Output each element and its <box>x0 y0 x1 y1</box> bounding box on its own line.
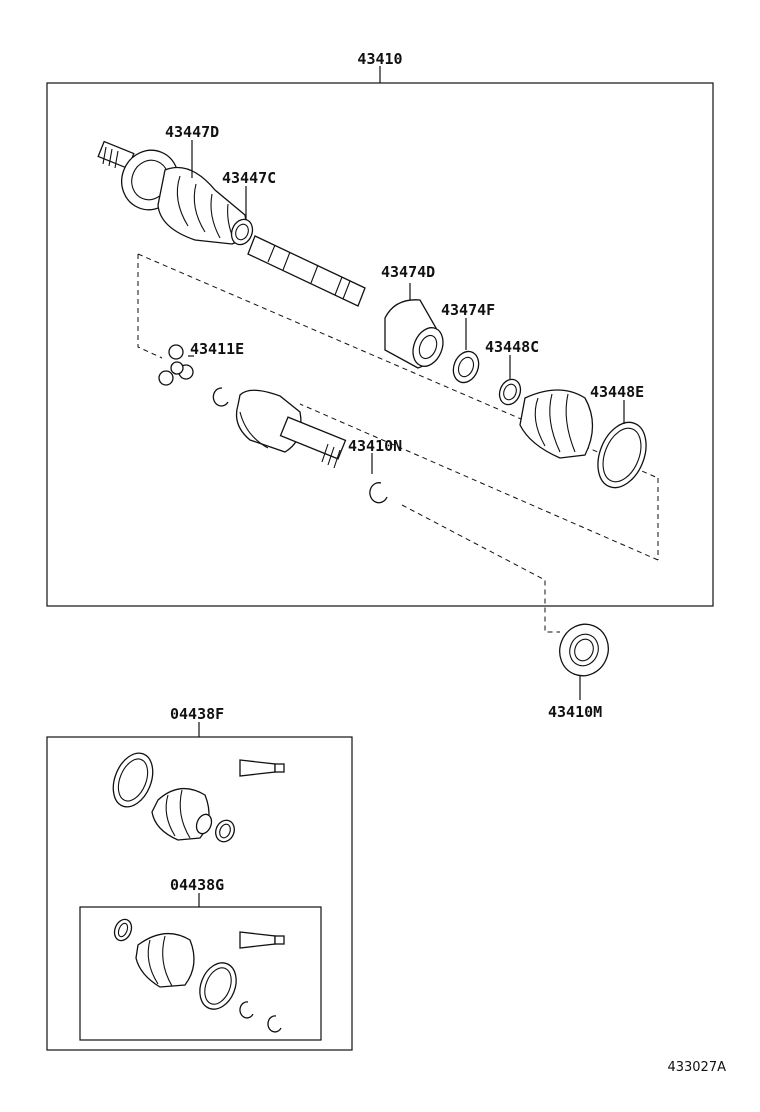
dynamic-damper[interactable] <box>384 299 448 371</box>
kit-outer-grease-tube[interactable] <box>239 759 285 777</box>
inner-boot-clamp-small[interactable] <box>496 376 524 408</box>
label-inner-clamp-small[interactable]: 43448C <box>485 338 539 356</box>
kit-outer-small-clamp[interactable] <box>213 817 238 844</box>
label-damper-clamp[interactable]: 43474F <box>441 301 495 319</box>
label-kit-inner[interactable]: 04438G <box>170 876 224 894</box>
tripod-snap-ring[interactable] <box>212 387 229 407</box>
label-assembly[interactable]: 43410 <box>357 50 402 68</box>
label-inner-clamp-large[interactable]: 43448E <box>590 383 644 401</box>
kit-inner-snap-ring-1[interactable] <box>239 1001 254 1019</box>
drive-shaft[interactable] <box>247 235 366 307</box>
tripod-joint[interactable] <box>158 344 194 386</box>
label-damper[interactable]: 43474D <box>381 263 435 281</box>
kit-outer-boot[interactable] <box>151 788 214 841</box>
kit-inner-small-clamp[interactable] <box>111 917 134 943</box>
figure-reference: 433027A <box>667 1060 726 1075</box>
kit-inner-boot[interactable] <box>135 933 195 988</box>
center-bearing[interactable] <box>552 617 616 683</box>
dashed-leader-bearing <box>401 504 560 633</box>
kit-outer-large-clamp[interactable] <box>106 747 160 812</box>
dashed-group-outline <box>137 254 163 359</box>
inner-boot-clamp-large[interactable] <box>589 415 655 495</box>
outer-boot-clamp[interactable] <box>228 216 256 248</box>
label-tripod[interactable]: 43411E <box>190 340 244 358</box>
inner-joint-housing[interactable] <box>235 389 347 469</box>
snap-ring[interactable] <box>369 482 388 504</box>
label-bearing[interactable]: 43410M <box>548 703 602 721</box>
kit-inner-snap-ring-2[interactable] <box>267 1015 282 1033</box>
label-kit-outer[interactable]: 04438F <box>170 705 224 723</box>
kit-inner-frame <box>79 906 322 1041</box>
label-snap-ring[interactable]: 43410N <box>348 437 402 455</box>
inner-boot[interactable] <box>519 389 594 459</box>
damper-clamp[interactable] <box>449 348 483 387</box>
outer-cv-joint[interactable] <box>97 140 247 245</box>
kit-inner-large-clamp[interactable] <box>193 957 243 1014</box>
label-outer-clamp[interactable]: 43447C <box>222 169 276 187</box>
kit-inner-grease-tube[interactable] <box>239 931 285 949</box>
label-outer-joint[interactable]: 43447D <box>165 123 219 141</box>
